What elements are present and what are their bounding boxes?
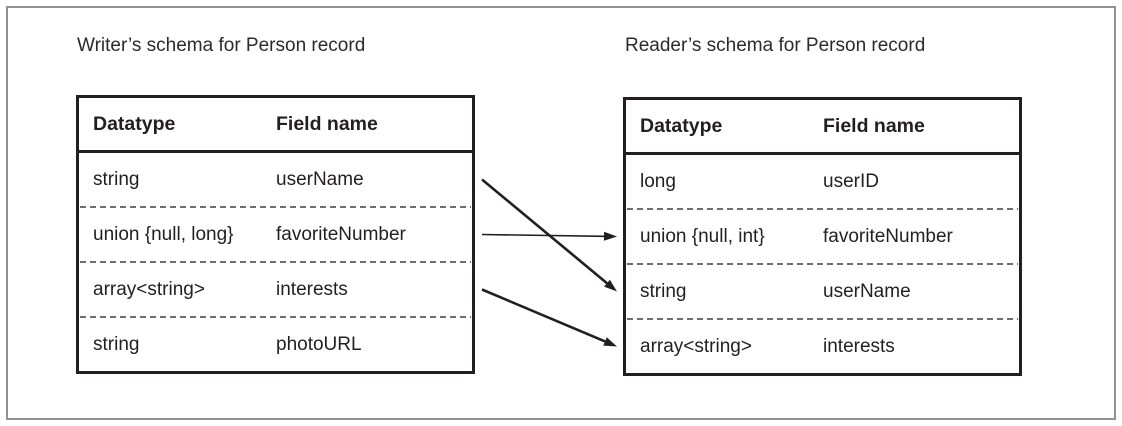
datatype-cell: string [640,280,687,302]
table-row: string photoURL [79,318,472,371]
field-name-cell: userName [276,168,364,190]
writer-col-header-field: Field name [276,112,378,135]
field-name-cell: interests [276,278,348,300]
field-name-cell: userName [823,280,911,302]
row-separator [627,318,1018,320]
field-name-cell: photoURL [276,333,362,355]
reader-col-header-datatype: Datatype [640,114,723,137]
table-row: union {null, long} favoriteNumber [79,208,472,261]
reader-col-header-field: Field name [823,114,925,137]
reader-table-header: Datatype Field name [626,100,1019,155]
field-name-cell: interests [823,335,895,357]
datatype-cell: array<string> [93,278,205,300]
row-separator [80,316,471,318]
row-separator [627,263,1018,265]
field-name-cell: favoriteNumber [823,225,953,247]
table-row: union {null, int} favoriteNumber [626,210,1019,263]
table-row: string userName [626,265,1019,318]
writer-col-header-datatype: Datatype [93,112,176,135]
field-name-cell: favoriteNumber [276,223,406,245]
writer-table: Datatype Field name string userName unio… [76,95,475,374]
table-row: long userID [626,155,1019,208]
datatype-cell: string [93,333,140,355]
datatype-cell: string [93,168,140,190]
reader-schema-title: Reader’s schema for Person record [625,35,926,56]
table-row: array<string> interests [79,263,472,316]
reader-table: Datatype Field name long userID union {n… [623,97,1022,376]
writer-table-header: Datatype Field name [79,98,472,153]
field-name-cell: userID [823,170,879,192]
table-row: array<string> interests [626,320,1019,373]
datatype-cell: long [640,170,676,192]
row-separator [80,261,471,263]
row-separator [627,208,1018,210]
datatype-cell: array<string> [640,335,752,357]
row-separator [80,206,471,208]
datatype-cell: union {null, long} [93,223,234,245]
writer-schema-title: Writer’s schema for Person record [77,35,366,56]
datatype-cell: union {null, int} [640,225,765,247]
table-row: string userName [79,153,472,206]
